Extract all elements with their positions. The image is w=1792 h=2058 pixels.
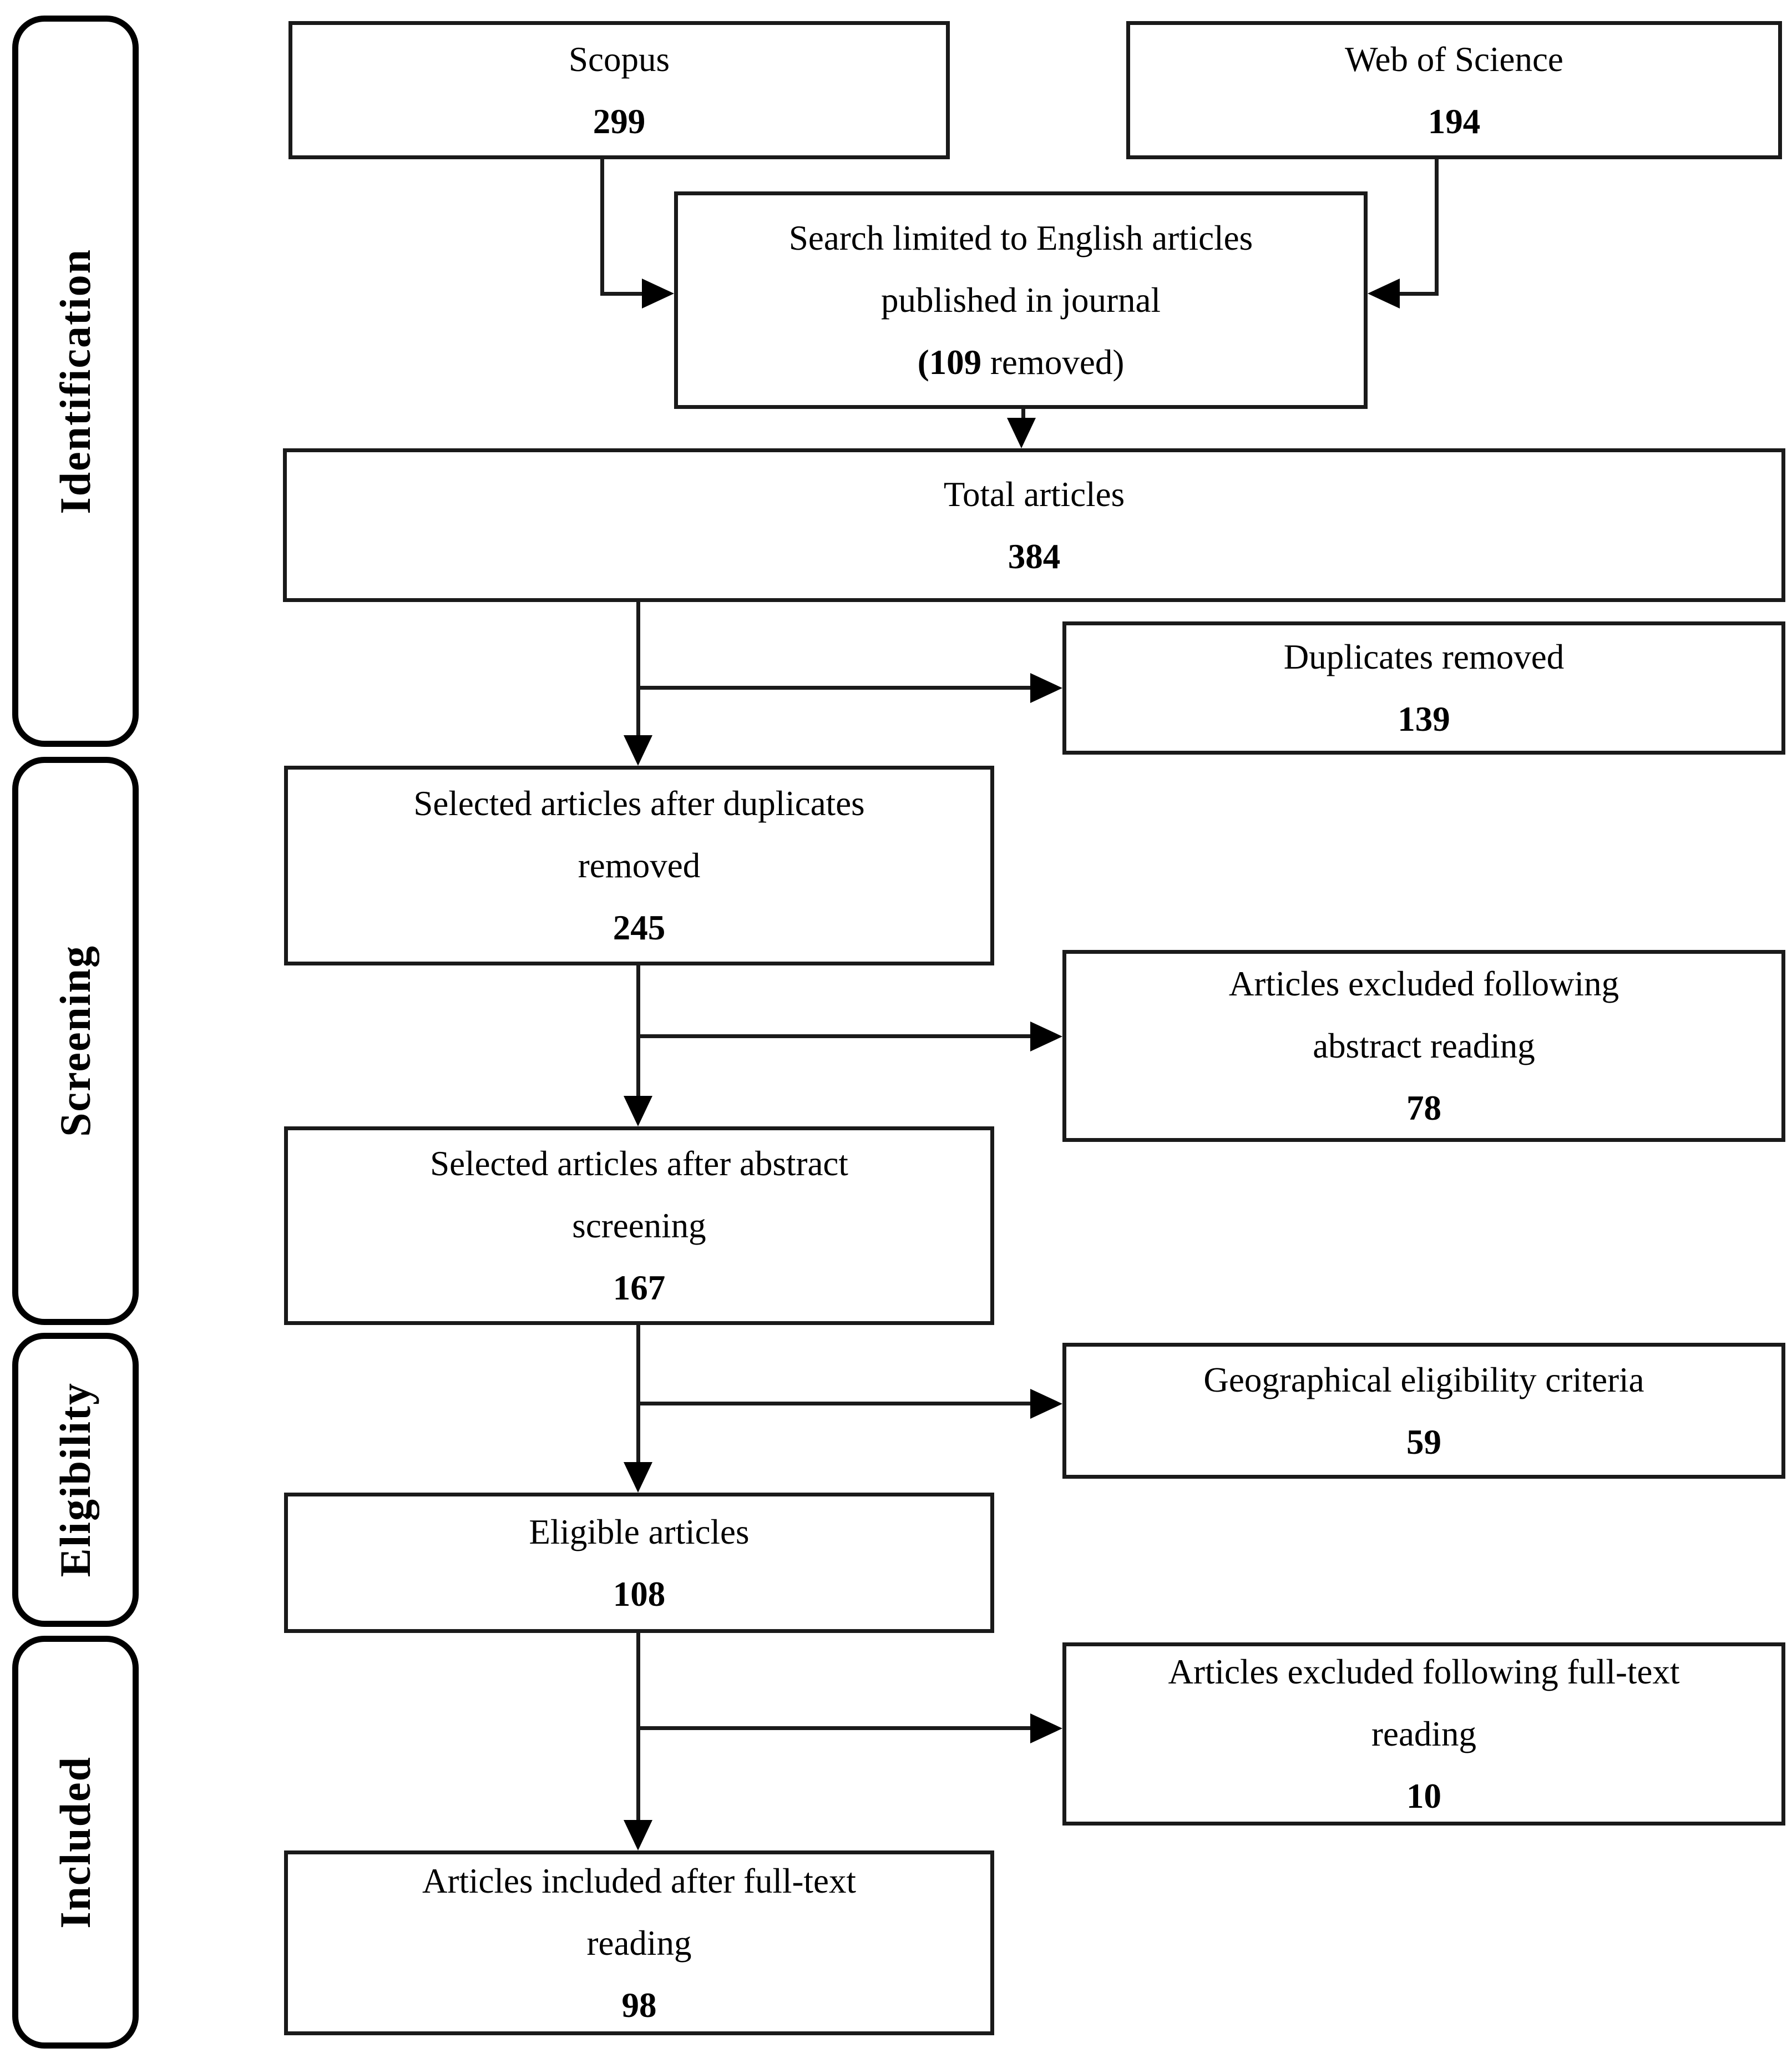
box-language-filter: Search limited to English articles publi…	[674, 191, 1368, 409]
arrowhead-into-total-icon	[1007, 418, 1036, 448]
connector-scopus-down-line	[600, 159, 604, 295]
box-after-duplicates: Selected articles after duplicates remov…	[284, 766, 994, 965]
box-geographical: Geographical eligibility criteria 59	[1062, 1343, 1785, 1479]
box-eligible-title: Eligible articles	[529, 1512, 750, 1551]
arrowhead-into-language-filter-right-icon	[1368, 279, 1400, 309]
box-after-abstract-line1: Selected articles after abstract	[430, 1144, 848, 1183]
connector-branch-duplicates-line	[636, 686, 1034, 690]
box-web-of-science-title: Web of Science	[1345, 39, 1563, 79]
connector-branch-fulltext-line	[636, 1726, 1030, 1730]
arrowhead-into-fulltext-excluded-icon	[1030, 1713, 1062, 1743]
box-after-duplicates-line2: removed	[578, 846, 701, 885]
box-after-abstract-count: 167	[612, 1268, 666, 1307]
box-included-final: Articles included after full-text readin…	[284, 1850, 994, 2035]
connector-total-down-line	[636, 602, 640, 738]
box-fulltext-excluded: Articles excluded following full-text re…	[1062, 1642, 1785, 1826]
box-included-final-line1: Articles included after full-text	[422, 1861, 856, 1900]
box-after-duplicates-count: 245	[612, 908, 666, 947]
box-after-duplicates-line1: Selected articles after duplicates	[413, 784, 865, 823]
box-duplicates-removed: Duplicates removed 139	[1062, 621, 1785, 755]
arrowhead-into-after-duplicates-icon	[624, 735, 652, 766]
arrowhead-into-geographical-icon	[1030, 1389, 1062, 1419]
box-scopus-title: Scopus	[568, 39, 670, 79]
arrowhead-into-duplicates-icon	[1030, 673, 1062, 703]
arrowhead-into-language-filter-left-icon	[642, 279, 674, 309]
connector-wos-left-line	[1400, 292, 1439, 296]
stage-included: Included	[12, 1636, 139, 2049]
box-after-abstract: Selected articles after abstract screeni…	[284, 1126, 994, 1325]
box-fulltext-excluded-line1: Articles excluded following full-text	[1168, 1652, 1680, 1691]
arrowhead-into-eligible-icon	[624, 1462, 652, 1493]
box-language-filter-removed-suffix: removed)	[981, 343, 1125, 382]
box-language-filter-line1: Search limited to English articles	[788, 219, 1253, 257]
box-duplicates-removed-count: 139	[1398, 700, 1450, 739]
connector-language-filter-down-line	[1021, 409, 1025, 420]
box-total-articles-count: 384	[1008, 537, 1061, 576]
box-total-articles-title: Total articles	[943, 474, 1125, 514]
box-language-filter-removed: (109 removed)	[918, 331, 1125, 393]
stage-screening: Screening	[12, 757, 139, 1325]
connector-after-duplicates-down-line	[636, 965, 640, 1099]
connector-scopus-right-line	[600, 292, 644, 296]
box-abstract-excluded-line2: abstract reading	[1313, 1027, 1535, 1065]
box-duplicates-removed-title: Duplicates removed	[1283, 638, 1565, 676]
arrowhead-into-included-final-icon	[624, 1820, 652, 1850]
box-scopus-count: 299	[593, 102, 646, 141]
stage-eligibility-label: Eligibility	[51, 1382, 99, 1577]
arrowhead-into-after-abstract-icon	[624, 1096, 652, 1126]
box-web-of-science: Web of Science 194	[1126, 21, 1782, 159]
connector-after-abstract-down-line	[636, 1325, 640, 1464]
box-included-final-line2: reading	[586, 1923, 692, 1963]
box-fulltext-excluded-count: 10	[1406, 1777, 1441, 1816]
box-eligible-count: 108	[612, 1574, 666, 1614]
connector-branch-geographical-line	[636, 1402, 1030, 1405]
box-included-final-count: 98	[621, 1985, 657, 2025]
box-eligible: Eligible articles 108	[284, 1493, 994, 1633]
box-fulltext-excluded-line2: reading	[1371, 1715, 1476, 1753]
stage-screening-label: Screening	[51, 945, 99, 1137]
box-abstract-excluded-line1: Articles excluded following	[1228, 964, 1619, 1003]
box-language-filter-line2: published in journal	[881, 281, 1161, 320]
box-geographical-title: Geographical eligibility criteria	[1203, 1360, 1644, 1399]
box-geographical-count: 59	[1406, 1422, 1441, 1462]
box-abstract-excluded: Articles excluded following abstract rea…	[1062, 950, 1785, 1142]
box-scopus: Scopus 299	[288, 21, 950, 159]
box-language-filter-removed-count: (109	[917, 343, 982, 382]
stage-identification-label: Identification	[51, 248, 99, 514]
stage-included-label: Included	[51, 1756, 99, 1929]
stage-eligibility: Eligibility	[12, 1333, 139, 1627]
connector-wos-down-line	[1435, 159, 1439, 295]
stage-identification: Identification	[12, 16, 139, 747]
box-web-of-science-count: 194	[1427, 102, 1481, 141]
arrowhead-into-abstract-excluded-icon	[1030, 1022, 1062, 1051]
connector-branch-abstract-line	[636, 1034, 1030, 1038]
box-total-articles: Total articles 384	[283, 448, 1785, 602]
box-abstract-excluded-count: 78	[1406, 1089, 1441, 1127]
box-after-abstract-line2: screening	[572, 1206, 706, 1245]
